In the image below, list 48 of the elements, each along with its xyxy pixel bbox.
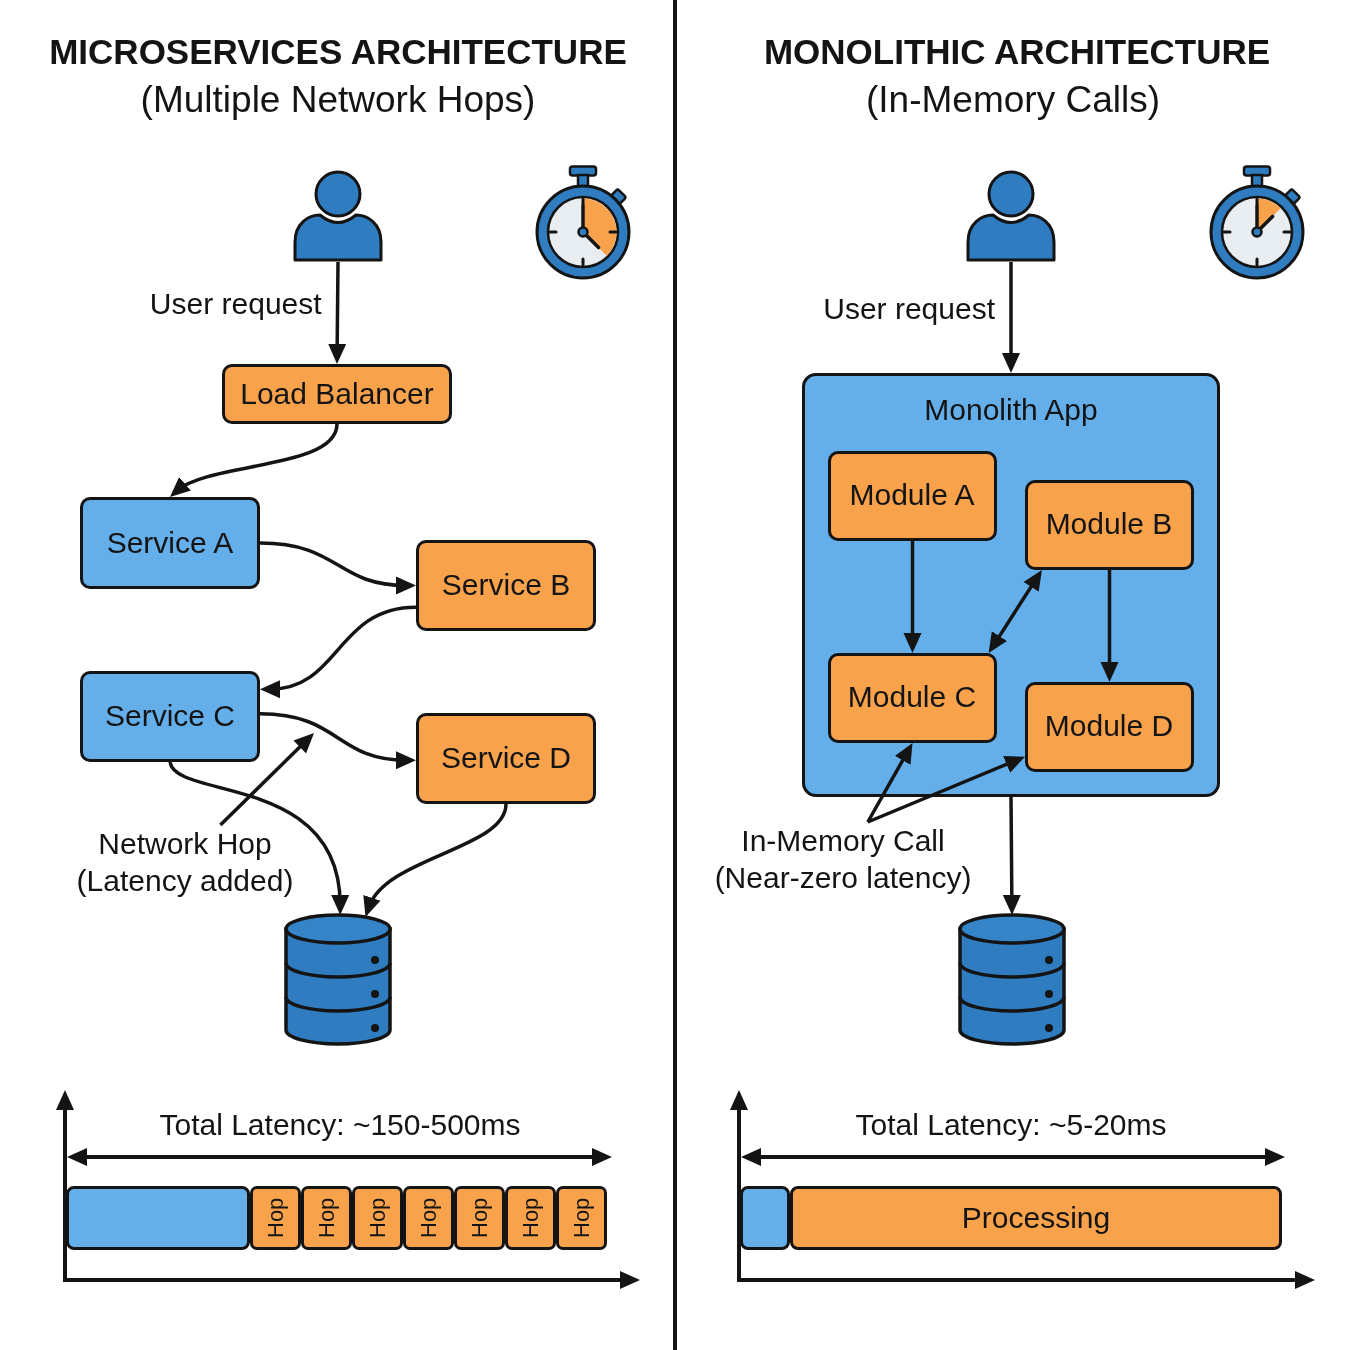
panel-subtitle: (In-Memory Calls) <box>866 78 1160 122</box>
curved-arrow <box>169 423 339 496</box>
process-box: Load Balancer <box>222 364 452 424</box>
hop-segment: Hop <box>403 1186 454 1250</box>
process-box: Service B <box>416 540 596 631</box>
process-box: Service A <box>80 497 260 589</box>
hop-segment: Hop <box>352 1186 403 1250</box>
leader-line <box>219 733 315 827</box>
process-box: Module A <box>827 450 997 541</box>
hop-segment: Hop <box>250 1186 301 1250</box>
arrow <box>1002 262 1020 373</box>
database-icon <box>283 912 393 1047</box>
callout-text: In-Memory Call (Near-zero latency) <box>705 822 981 896</box>
curved-arrow <box>260 605 417 698</box>
arrow <box>1002 797 1021 915</box>
database-icon <box>957 912 1067 1047</box>
hop-segment: Hop <box>556 1186 607 1250</box>
leader-line <box>867 756 1026 824</box>
arrow <box>1100 570 1119 682</box>
panel-title: MONOLITHIC ARCHITECTURE <box>763 31 1271 73</box>
person-icon <box>292 170 384 262</box>
hop-segment: Hop <box>301 1186 352 1250</box>
person-icon <box>965 170 1057 262</box>
curved-arrow <box>259 541 416 594</box>
process-box: Service C <box>80 671 260 762</box>
arrow <box>328 262 347 364</box>
callout-text: Network Hop (Latency added) <box>67 825 303 899</box>
latency-label: Total Latency: ~150-500ms <box>159 1107 521 1143</box>
process-box: Module C <box>827 652 997 743</box>
leader-line <box>866 743 913 823</box>
process-box: Module B <box>1024 479 1194 570</box>
curved-arrow <box>168 761 349 915</box>
panel-title: MICROSERVICES ARCHITECTURE <box>49 31 627 73</box>
latency-label: Total Latency: ~5-20ms <box>855 1107 1167 1143</box>
process-box: Module D <box>1024 681 1194 772</box>
process-box: Service D <box>416 713 596 804</box>
hop-segment: Hop <box>454 1186 505 1250</box>
bar-segment <box>740 1186 790 1250</box>
arrow <box>903 541 922 653</box>
bar-segment <box>66 1186 250 1250</box>
hop-segment: Hop <box>505 1186 556 1250</box>
panel-subtitle: (Multiple Network Hops) <box>140 78 536 122</box>
curved-arrow <box>259 712 416 769</box>
container-title: Monolith App <box>924 392 1098 428</box>
curved-arrow <box>364 803 508 917</box>
double-arrow <box>988 570 1042 653</box>
container-box <box>802 373 1220 797</box>
bar-segment: Processing <box>790 1186 1282 1250</box>
